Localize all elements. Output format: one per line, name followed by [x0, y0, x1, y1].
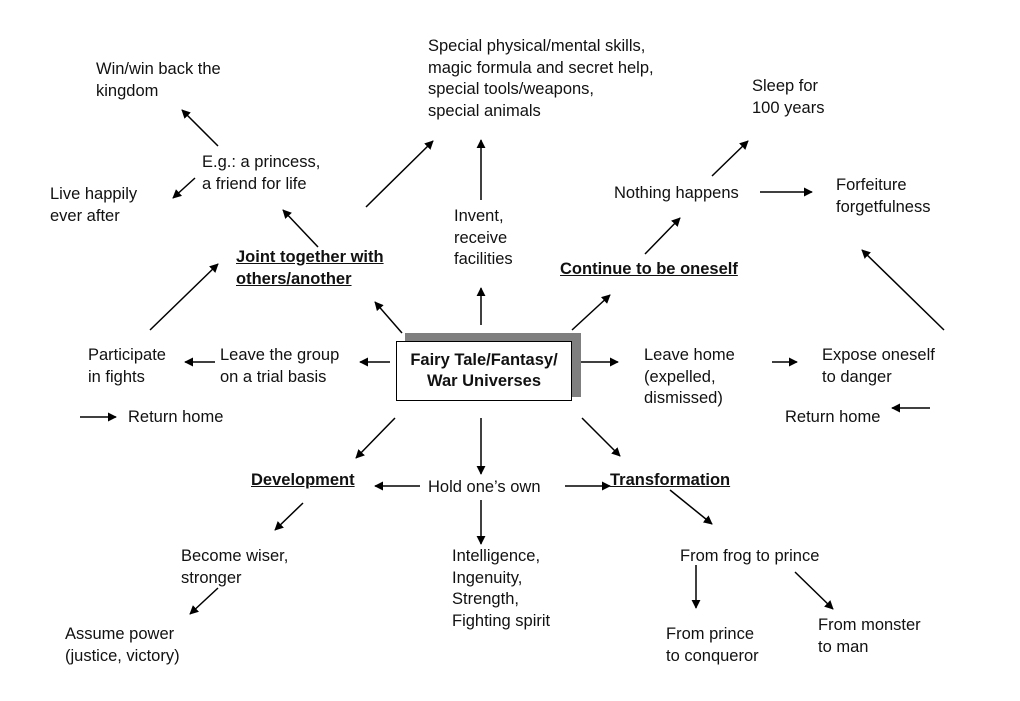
label-prince-to-conqueror: From prince to conqueror — [666, 625, 759, 665]
label-special-skills: Special physical/mental skills, magic fo… — [428, 37, 654, 120]
label-leave-group: Leave the group on a trial basis — [220, 346, 340, 386]
label-nothing-happens: Nothing happens — [614, 184, 739, 202]
label-frog-to-prince: From frog to prince — [680, 547, 820, 565]
heading-development: Development — [251, 471, 355, 489]
label-live-happily: Live happily ever after — [50, 185, 138, 225]
arrow-center-to-continue — [571, 294, 611, 331]
label-invent: Invent, receive facilities — [454, 207, 513, 268]
label-return-home-left: Return home — [128, 408, 224, 426]
arrow-joint-to-skills — [365, 140, 434, 208]
label-sleep: Sleep for 100 years — [752, 77, 825, 117]
arrow-expose-to-forfeiture — [861, 249, 945, 331]
label-participate: Participate in fights — [88, 346, 166, 386]
arrow-wiser-to-power — [189, 587, 219, 615]
arrow-joint-to-princess — [282, 209, 319, 248]
label-forfeiture: Forfeiture forgetfulness — [836, 176, 931, 216]
label-intelligence: Intelligence, Ingenuity, Strength, Fight… — [452, 547, 551, 630]
label-become-wiser: Become wiser, stronger — [181, 547, 289, 587]
heading-joint: Joint together with others/another — [236, 248, 384, 288]
label-princess: E.g.: a princess, a friend for life — [202, 153, 321, 193]
arrow-center-to-development — [355, 417, 396, 459]
arrow-transformation-to-frog — [669, 489, 713, 525]
arrow-participate-to-joint — [149, 263, 219, 331]
label-return-home-right: Return home — [785, 408, 881, 426]
label-assume-power: Assume power (justice, victory) — [65, 625, 180, 665]
center-node: Fairy Tale/Fantasy/ War Universes — [396, 341, 572, 401]
arrow-nothing-to-sleep — [711, 140, 749, 177]
arrow-princess-to-win — [181, 109, 219, 147]
arrow-continue-to-nothing — [644, 217, 681, 255]
arrow-center-to-transformation — [581, 417, 621, 457]
label-leave-home: Leave home (expelled, dismissed) — [644, 346, 735, 407]
arrow-development-to-wiser — [274, 502, 304, 531]
label-hold-own: Hold one’s own — [428, 478, 541, 496]
heading-transformation: Transformation — [610, 471, 731, 489]
heading-continue: Continue to be oneself — [560, 260, 738, 278]
label-win-kingdom: Win/win back the kingdom — [96, 60, 221, 100]
arrow-princess-to-live — [172, 177, 196, 199]
label-monster-to-man: From monster to man — [818, 616, 921, 656]
arrow-frog-to-monster — [794, 571, 834, 610]
label-expose: Expose oneself to danger — [822, 346, 935, 386]
arrow-center-to-joint — [374, 301, 403, 334]
